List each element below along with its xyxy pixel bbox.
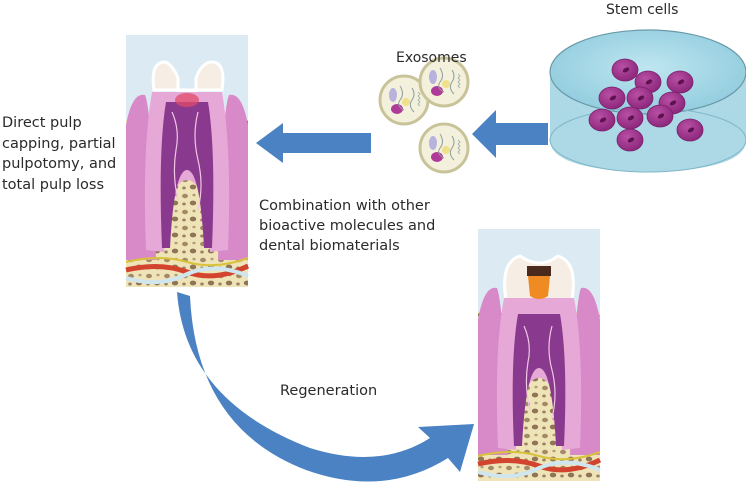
exosomes-illustration bbox=[378, 56, 470, 174]
stem-cell bbox=[616, 128, 644, 152]
regeneration-label: Regeneration bbox=[280, 383, 378, 399]
arrow-regeneration bbox=[177, 292, 474, 482]
stem-cell bbox=[626, 86, 654, 110]
stem-cell bbox=[598, 86, 626, 110]
stem-cells-label: Stem cells bbox=[606, 2, 679, 18]
stem-cells-cluster bbox=[588, 58, 704, 152]
treatment-label: Direct pulp capping, partial pulpotomy, … bbox=[2, 115, 117, 193]
stem-cell bbox=[616, 106, 644, 130]
stem-cell bbox=[646, 104, 674, 128]
exosome bbox=[378, 74, 430, 126]
exosome bbox=[418, 122, 470, 174]
stem-cell bbox=[666, 70, 694, 94]
combination-label: Combination with other bioactive molecul… bbox=[259, 198, 436, 254]
exosome bbox=[418, 56, 470, 108]
stem-cell bbox=[588, 108, 616, 132]
arrow-stem-cells-to-exosomes bbox=[472, 110, 548, 158]
arrow-exosomes-to-tooth bbox=[256, 123, 371, 163]
regenerated-tooth-illustration bbox=[477, 229, 602, 481]
stem-cell bbox=[611, 58, 639, 82]
stem-cell bbox=[676, 118, 704, 142]
exosomes-label: Exosomes bbox=[396, 50, 467, 66]
damaged-tooth-illustration bbox=[125, 35, 250, 287]
